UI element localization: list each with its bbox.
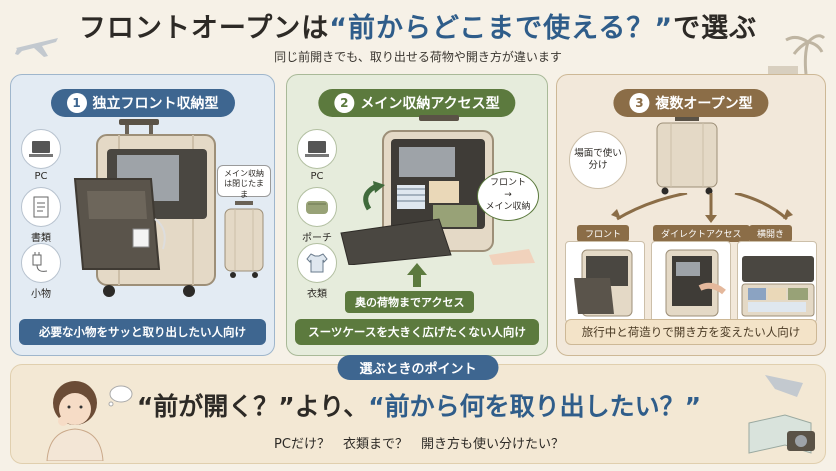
panel-footer: 旅行中と荷造りで開き方を変えたい人向け	[565, 319, 817, 345]
mode-card-direct-access	[651, 241, 731, 323]
mode-label-direct-access: ダイレクトアクセス	[653, 225, 750, 242]
scene-note: 場面で使い分け	[569, 131, 627, 189]
branch-arrows	[611, 193, 793, 223]
panel-footer: スーツケースを大きく広げたくない人向け	[295, 319, 539, 345]
suitcase-main-open-illustration	[340, 115, 535, 265]
item-label-pouch: ポーチ	[302, 233, 332, 244]
main-closed-callout: メイン収納は閉じたまま	[217, 165, 271, 199]
map-camera-illustration	[748, 375, 815, 454]
suitcase-front-pocket-illustration	[73, 119, 216, 297]
question-line: PCだけ？ 衣類まで？ 開き方も使い分けたい？	[274, 437, 564, 452]
mode-card-front	[565, 241, 645, 323]
item-label-clothes: 衣類	[307, 289, 327, 300]
access-tag: 奥の荷物までアクセス	[345, 291, 475, 313]
point-section: 選ぶときのポイント “前が開く？”より、“前から何を取り出したい？” PCだけ？…	[10, 355, 826, 464]
pouch-icon	[297, 187, 337, 227]
mode-card-side-open	[737, 241, 817, 323]
panel-footer: 必要な小物をサッと取り出したい人向け	[19, 319, 266, 345]
panel-front-storage: 1 独立フロント収納型 PC 書類 小物 メイン収納は閉じたまま 必要な小物をサ…	[10, 74, 275, 356]
airplane-icon	[15, 38, 58, 57]
item-label-accessories: 小物	[31, 289, 51, 300]
clothes-icon	[297, 243, 337, 283]
panel-main-access: 2 メイン収納アクセス型 PC ポーチ 衣類 フロント → メイン収納 奥の荷物…	[286, 74, 548, 356]
palm-tree-icon	[768, 34, 826, 75]
main-message: “前が開く？”より、“前から何を取り出したい？”	[136, 392, 702, 421]
item-label-pc: PC	[34, 171, 48, 182]
suitcase-illustration	[656, 117, 718, 195]
point-pill: 選ぶときのポイント	[337, 355, 499, 380]
panel-title: 1 独立フロント収納型	[50, 89, 235, 117]
panel-title: 3 複数オープン型	[613, 89, 769, 117]
thought-bubble-icon	[108, 385, 133, 407]
mode-label-front: フロント	[577, 225, 630, 242]
document-icon	[21, 187, 61, 227]
page-title: フロントオープンは“前からどこまで使える？”で選ぶ	[78, 13, 758, 44]
item-label-pc: PC	[310, 171, 324, 182]
small-suitcase-illustration	[224, 201, 264, 278]
page-subtitle: 同じ前開きでも、取り出せる荷物や開き方が違います	[274, 50, 562, 64]
mode-label-side-open: 横開き	[749, 225, 793, 242]
laptop-icon	[297, 129, 337, 169]
arrow-up-icon	[407, 263, 427, 287]
laptop-icon	[21, 129, 61, 169]
front-to-main-note: フロント → メイン収納	[477, 171, 539, 221]
item-label-documents: 書類	[31, 233, 51, 244]
panel-multi-open: 3 複数オープン型 場面で使い分け フロント ダイレクトアクセス 横開き	[556, 74, 826, 356]
woman-thinking-illustration	[46, 381, 104, 461]
charger-icon	[21, 243, 61, 283]
panel-title: 2 メイン収納アクセス型	[318, 89, 516, 117]
